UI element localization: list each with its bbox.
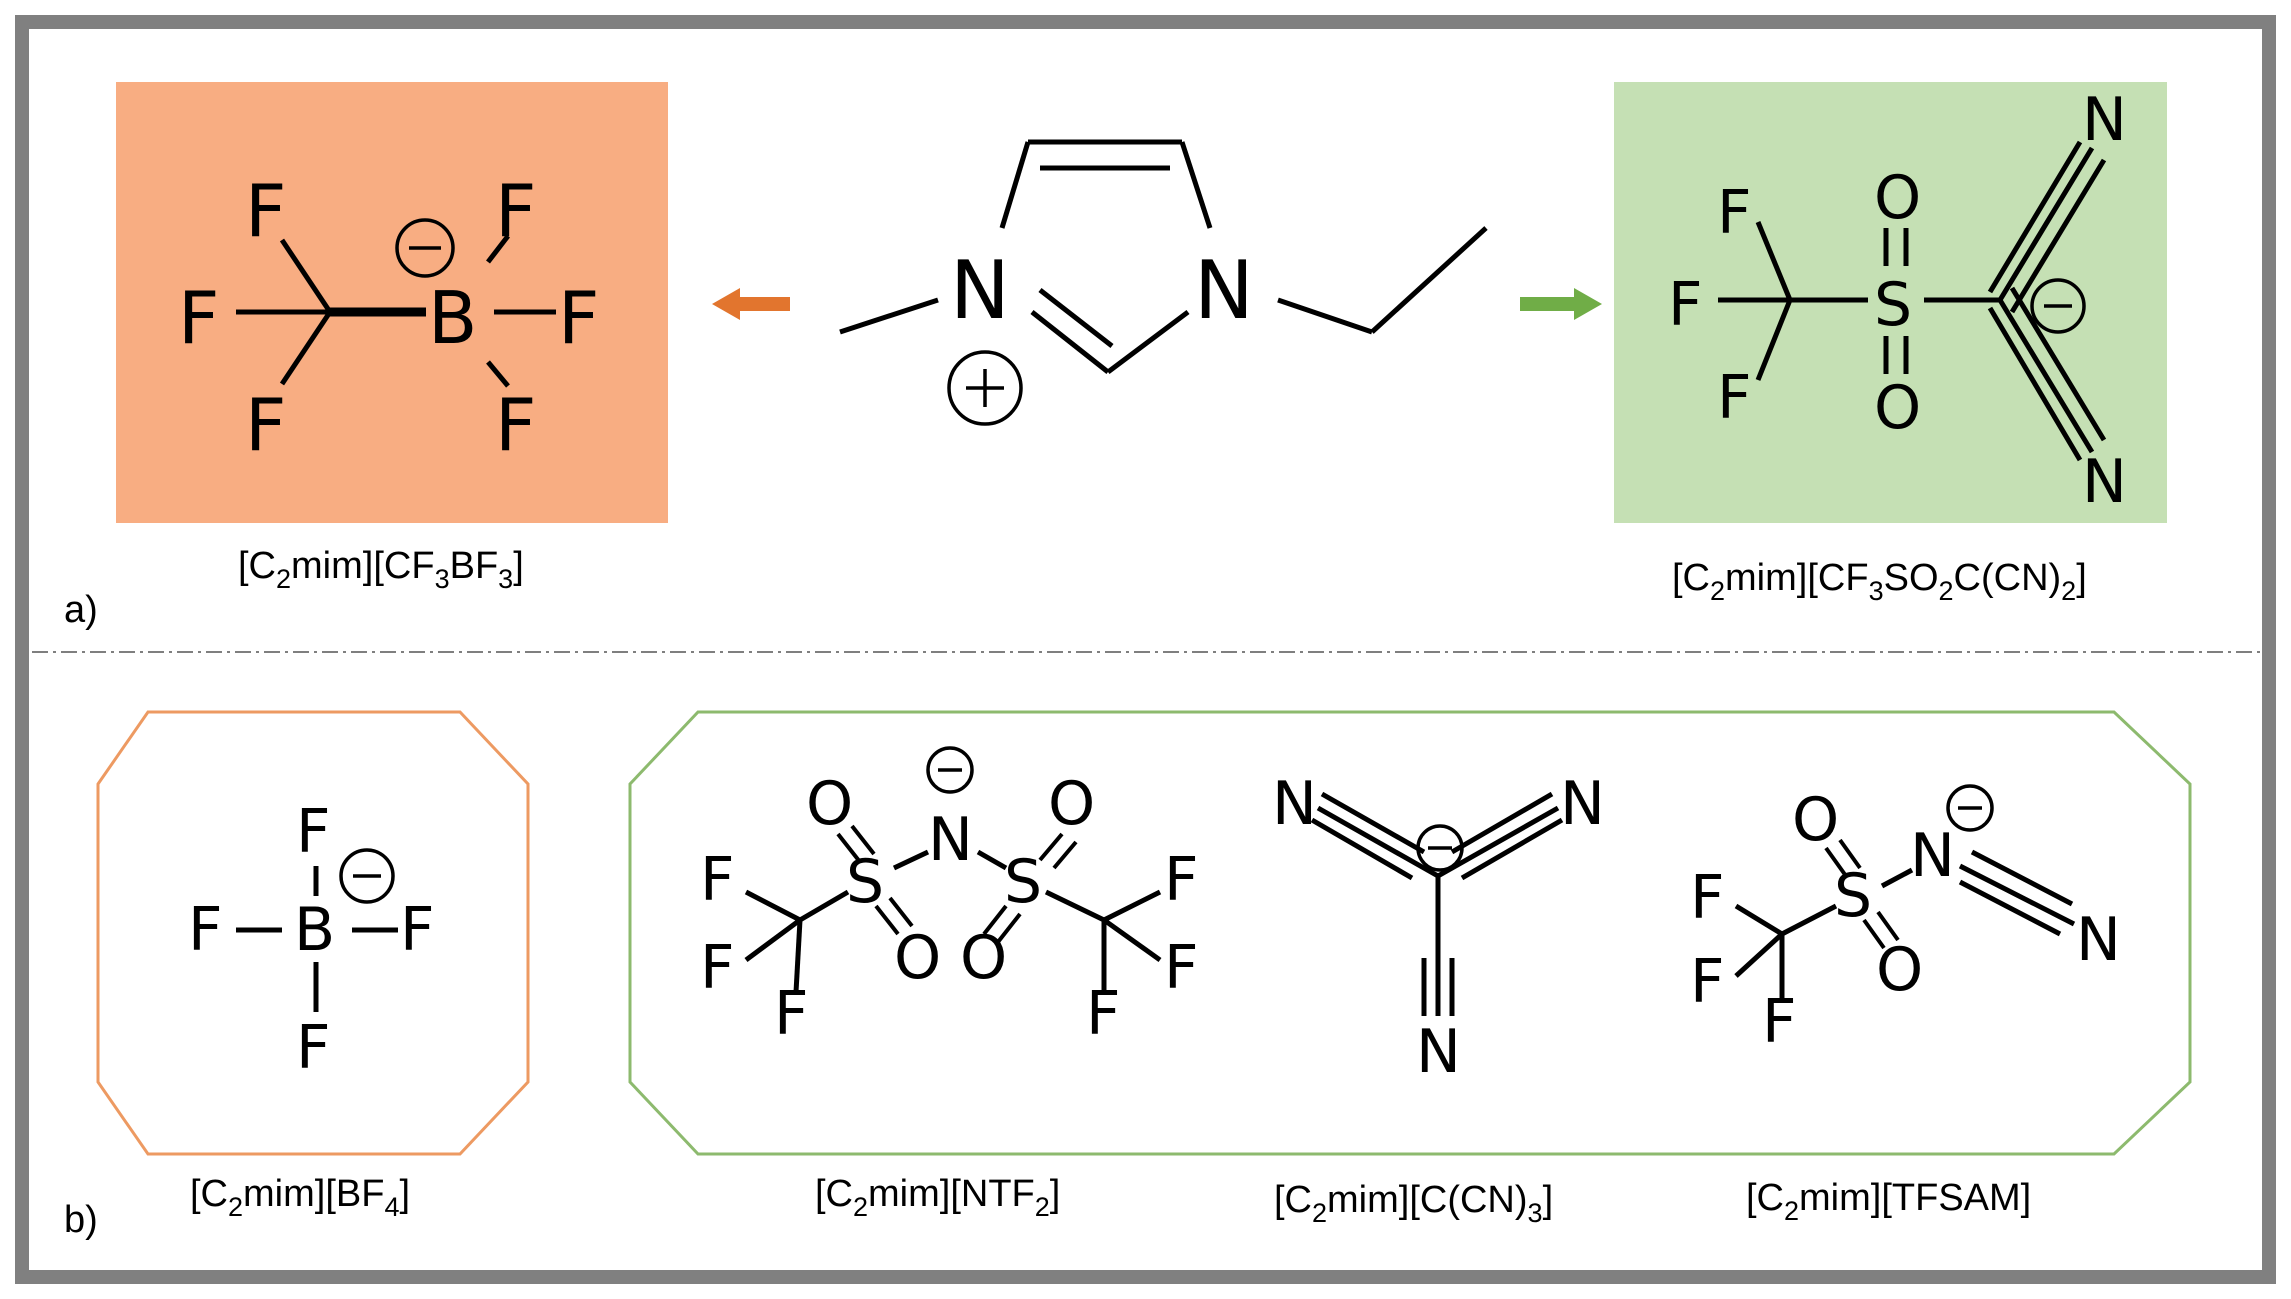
label-cf3bf3: [C2mim][CF3BF3] [238,545,524,594]
tfsam-structure: F F F S O O N N [1690,784,2121,1057]
atom-o: O [1874,373,1921,443]
atom-n: N [2076,905,2121,975]
atom-n: N [1416,1017,1461,1087]
atom-f: F [296,1013,331,1083]
atom-o: O [1792,785,1839,855]
atom-s: S [1874,270,1912,340]
panel-tag-b: b) [64,1199,98,1241]
label-cf3so2ccn2: [C2mim][CF3SO2C(CN)2] [1672,557,2087,606]
atom-n: N [1194,244,1254,337]
arrow-right-icon [1520,288,1602,320]
atom-f: F [1086,979,1121,1049]
label-tfsam: [C2mim][TFSAM] [1746,1177,2031,1226]
negative-charge-icon [395,218,455,278]
atom-f: F [1762,987,1797,1057]
negative-charge-icon [926,746,974,794]
atom-f: F [774,979,809,1049]
atom-f: F [1164,933,1199,1003]
label-ntf2: [C2mim][NTF2] [815,1173,1060,1222]
negative-charge-icon [339,848,395,904]
atom-n: N [2082,85,2127,155]
atom-b: B [294,895,335,965]
atom-o: O [1874,163,1921,233]
atom-f: F [558,276,599,360]
atom-f: F [1717,363,1752,433]
atom-f: F [400,895,435,965]
atom-f: F [188,895,223,965]
atom-n: N [928,805,973,875]
atom-o: O [806,769,853,839]
atom-o: O [894,923,941,993]
atom-o: O [960,923,1007,993]
atom-n: N [1910,821,1955,891]
panel-tag-a: a) [64,589,98,631]
atom-f: F [245,169,286,253]
atom-f: F [1690,863,1725,933]
positive-charge-icon [947,350,1023,426]
arrow-left-icon [712,288,790,320]
negative-charge-icon [1946,784,1994,832]
negative-charge-icon [2030,278,2086,334]
bf4-structure: F B F F F [188,797,435,1083]
c2mim-cation-structure: N N [839,139,1488,426]
atom-f: F [178,276,219,360]
atom-f: F [1164,845,1199,915]
atom-f: F [700,845,735,915]
atom-s: S [1004,847,1042,917]
cf3so2ccn2-structure: F F F S O O N N [1668,85,2127,517]
bf4-octagon-outline [96,710,530,1156]
label-ccn3: [C2mim][C(CN)3] [1274,1179,1553,1228]
atom-f: F [1717,178,1752,248]
atom-b: B [428,276,477,360]
ntf2-structure: F F F S O O N S O O F F F [700,746,1199,1049]
negative-charge-icon [1416,824,1464,872]
cf3bf3-structure: F F F B F F F [178,169,599,467]
label-bf4: [C2mim][BF4] [190,1173,410,1222]
atom-n: N [950,244,1010,337]
ccn3-structure: N N N [1272,769,1605,1087]
atom-o: O [1048,769,1095,839]
atom-n: N [1272,769,1317,839]
atom-f: F [495,169,536,253]
atom-f: F [700,933,735,1003]
atom-f: F [1668,270,1703,340]
atom-f: F [245,383,286,467]
atom-n: N [2082,447,2127,517]
green-octagon-outline [628,710,2192,1156]
atom-f: F [1690,947,1725,1017]
atom-f: F [296,797,331,867]
atom-f: F [495,383,536,467]
cf3bf3-anion-box [116,82,668,523]
atom-n: N [1560,769,1605,839]
